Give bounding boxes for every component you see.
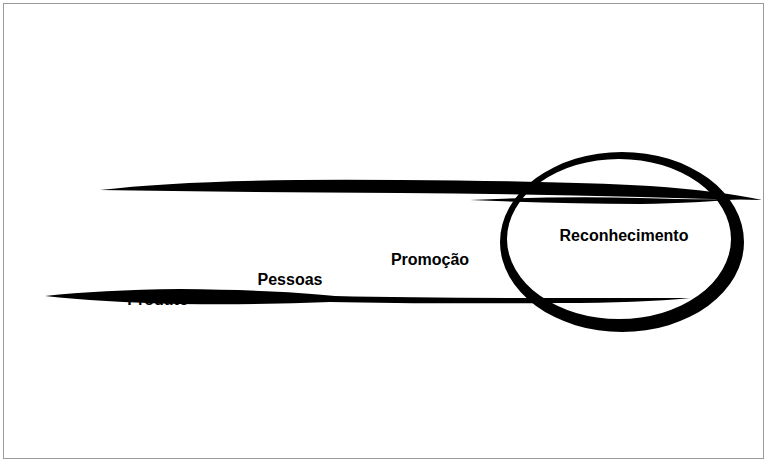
ellipse-label: Reconhecimento (560, 226, 689, 245)
nested-ellipse: ReconhecimentoPromoção (338, 62, 742, 388)
brush-stroke (100, 180, 762, 200)
ellipse-outline (338, 62, 742, 388)
nested-ellipse: ReconhecimentoPromoçãoPessoasProduto (42, 10, 735, 452)
nested-ellipse: ReconhecimentoPromoçãoPessoas (240, 38, 745, 428)
ellipse-label: Pessoas (258, 270, 323, 289)
ellipse-outline (240, 38, 745, 428)
ellipse-label: Promoção (391, 250, 469, 269)
brush-ellipse (500, 152, 744, 332)
brush-stroke (470, 197, 740, 204)
label-holder: Promoção (391, 250, 469, 269)
nested-ellipse: Reconhecimento (500, 152, 744, 332)
ellipse-label: Produto (127, 290, 188, 309)
label-holder: Pessoas (258, 270, 323, 289)
label-holder: Reconhecimento (560, 226, 689, 245)
frame-border (4, 4, 764, 459)
ellipse-outline (42, 10, 735, 452)
label-holder: Produto (127, 290, 188, 309)
